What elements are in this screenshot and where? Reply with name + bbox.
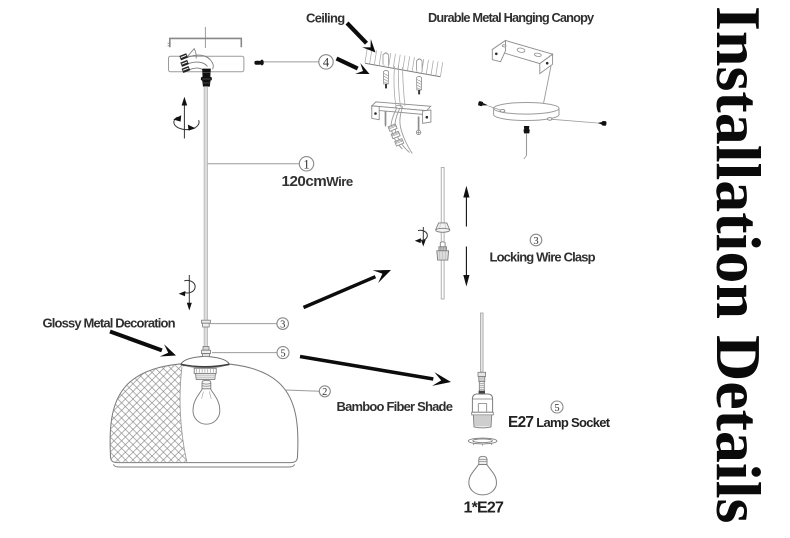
svg-text:Installation Details: Installation Details [703, 6, 774, 523]
svg-text:E27 Lamp Socket: E27 Lamp Socket [508, 414, 611, 431]
svg-text:3: 3 [280, 319, 285, 330]
svg-text:120cmWire: 120cmWire [282, 173, 353, 190]
svg-text:Ceiling: Ceiling [306, 11, 345, 26]
svg-text:1: 1 [303, 157, 309, 171]
svg-text:5: 5 [280, 348, 285, 359]
svg-text:1*E27: 1*E27 [464, 500, 504, 517]
svg-text:Locking Wire Clasp: Locking Wire Clasp [490, 250, 596, 265]
svg-text:5: 5 [554, 403, 559, 414]
svg-text:Glossy Metal Decoration: Glossy Metal Decoration [43, 316, 176, 331]
svg-text:2: 2 [322, 387, 327, 398]
svg-text:Durable Metal Hanging Canopy: Durable Metal Hanging Canopy [428, 10, 595, 25]
svg-text:3: 3 [533, 236, 538, 247]
svg-text:Bamboo Fiber Shade: Bamboo Fiber Shade [337, 399, 453, 414]
svg-text:4: 4 [323, 55, 330, 69]
